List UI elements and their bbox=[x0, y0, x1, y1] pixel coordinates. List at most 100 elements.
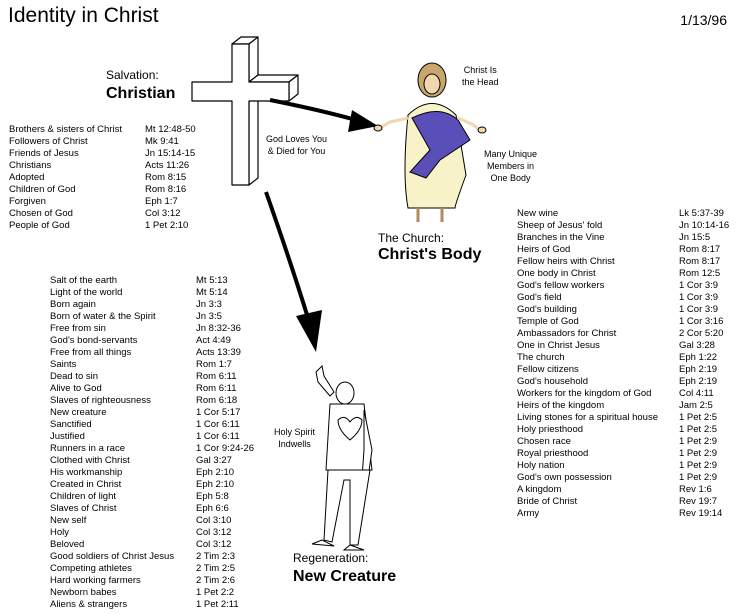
list-item: Christians Acts 11:26 bbox=[9, 160, 196, 172]
identity-term: Children of light bbox=[50, 491, 117, 502]
list-item: Ambassadors for Christ 2 Cor 5:20 bbox=[517, 328, 729, 340]
identity-term: Ambassadors for Christ bbox=[517, 328, 617, 339]
identity-term: God's field bbox=[517, 292, 562, 303]
identity-term: Alive to God bbox=[50, 383, 102, 394]
list-item: God's fellow workers 1 Cor 3:9 bbox=[517, 280, 729, 292]
scripture-reference: Rom 8:17 bbox=[679, 256, 721, 267]
identity-term: One body in Christ bbox=[517, 268, 596, 279]
scripture-reference: Mt 12:48-50 bbox=[145, 124, 196, 135]
scripture-reference: 1 Pet 2:9 bbox=[679, 472, 718, 483]
scripture-reference: Acts 13:39 bbox=[196, 347, 241, 358]
scripture-reference: Rom 8:16 bbox=[145, 184, 187, 195]
church-label: The Church: bbox=[378, 231, 445, 245]
scripture-reference: Jn 3:5 bbox=[196, 311, 222, 322]
identity-term: Christians bbox=[9, 160, 52, 171]
scripture-reference: 1 Pet 2:9 bbox=[679, 436, 718, 447]
identity-term: God's own possession bbox=[517, 472, 612, 483]
christ-figure-icon bbox=[373, 62, 487, 222]
new-creature-heading: New Creature bbox=[293, 568, 397, 585]
scripture-reference: Rom 1:7 bbox=[196, 359, 232, 370]
scripture-reference: Eph 2:19 bbox=[679, 376, 718, 387]
scripture-reference: 2 Cor 5:20 bbox=[679, 328, 724, 339]
identity-term: Slaves of Christ bbox=[50, 503, 117, 514]
scripture-reference: Rev 1:6 bbox=[679, 484, 712, 495]
scripture-reference: 1 Pet 2:11 bbox=[196, 599, 239, 610]
identity-term: Children of God bbox=[9, 184, 76, 195]
identity-term: God's fellow workers bbox=[517, 280, 605, 291]
identity-term: God's building bbox=[517, 304, 577, 315]
identity-term: Slaves of righteousness bbox=[50, 395, 151, 406]
identity-term: Holy priesthood bbox=[517, 424, 584, 435]
identity-term: Chosen race bbox=[517, 436, 571, 447]
list-item: Chosen race 1 Pet 2:9 bbox=[517, 436, 729, 448]
identity-term: A kingdom bbox=[517, 484, 562, 495]
scripture-reference: Jam 2:5 bbox=[679, 400, 713, 411]
scripture-reference: Col 3:10 bbox=[196, 515, 232, 526]
scripture-reference: Eph 2:10 bbox=[196, 479, 235, 490]
scripture-reference: 1 Pet 2:9 bbox=[679, 460, 718, 471]
identity-term: Heirs of God bbox=[517, 244, 571, 255]
identity-term: Created in Christ bbox=[50, 479, 122, 490]
scripture-reference: 1 Cor 5:17 bbox=[196, 407, 241, 418]
scripture-reference: 1 Cor 6:11 bbox=[196, 431, 240, 442]
identity-term: People of God bbox=[9, 220, 70, 231]
scripture-reference: Jn 15:5 bbox=[679, 232, 711, 243]
date-label: 1/13/96 bbox=[680, 12, 727, 28]
scripture-reference: Col 3:12 bbox=[145, 208, 181, 219]
list-item: God's bond-servants Act 4:49 bbox=[50, 335, 254, 347]
identity-term: Dead to sin bbox=[50, 371, 99, 382]
identity-term: Born again bbox=[50, 299, 96, 310]
identity-term: New self bbox=[50, 515, 87, 526]
scripture-reference: Rev 19:14 bbox=[679, 508, 723, 519]
scripture-reference: Gal 3:28 bbox=[679, 340, 715, 351]
scripture-reference: Act 4:49 bbox=[196, 335, 231, 346]
scripture-reference: 1 Cor 3:9 bbox=[679, 280, 719, 291]
identity-term: Sheep of Jesus' fold bbox=[517, 220, 603, 231]
scripture-reference: Rom 6:18 bbox=[196, 395, 238, 406]
scripture-reference: Col 3:12 bbox=[196, 527, 232, 538]
identity-term: New creature bbox=[50, 407, 107, 418]
identity-term: God's bond-servants bbox=[50, 335, 138, 346]
identity-term: Brothers & sisters of Christ bbox=[9, 124, 122, 135]
scripture-reference: Jn 8:32-36 bbox=[196, 323, 241, 334]
regeneration-label: Regeneration: bbox=[293, 551, 369, 565]
scripture-reference: Eph 1:7 bbox=[145, 196, 178, 207]
identity-term: Clothed with Christ bbox=[50, 455, 130, 466]
arrow-cross-to-church bbox=[269, 98, 378, 132]
scripture-reference: Rom 8:15 bbox=[145, 172, 187, 183]
scripture-reference: Eph 1:22 bbox=[679, 352, 718, 363]
scripture-reference: Acts 11:26 bbox=[145, 160, 190, 171]
identity-term: Royal priesthood bbox=[517, 448, 589, 459]
christian-heading: Christian bbox=[106, 85, 176, 102]
list-item: Created in Christ Eph 2:10 bbox=[50, 479, 254, 491]
identity-term: Living stones for a spiritual house bbox=[517, 412, 658, 423]
identity-term: Fellow citizens bbox=[517, 364, 579, 375]
